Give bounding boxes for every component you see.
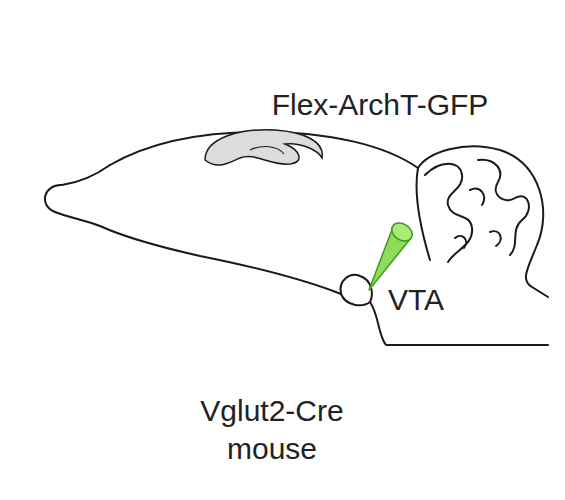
cortex-boundary	[417, 168, 431, 260]
brain-outline	[110, 132, 548, 297]
optic-fiber-tip	[388, 219, 415, 244]
region-label: VTA	[368, 281, 464, 319]
cerebellum-folds	[455, 189, 501, 248]
pituitary	[341, 275, 372, 305]
cerebellum-folds	[478, 160, 529, 255]
mouse-line-label: Vglut2-Cre mouse	[182, 392, 362, 468]
hippocampus	[205, 130, 322, 165]
injection-label: Flex-ArchT-GFP	[222, 86, 538, 124]
hippocampus-inner	[250, 147, 284, 154]
brain-outline	[45, 165, 341, 294]
